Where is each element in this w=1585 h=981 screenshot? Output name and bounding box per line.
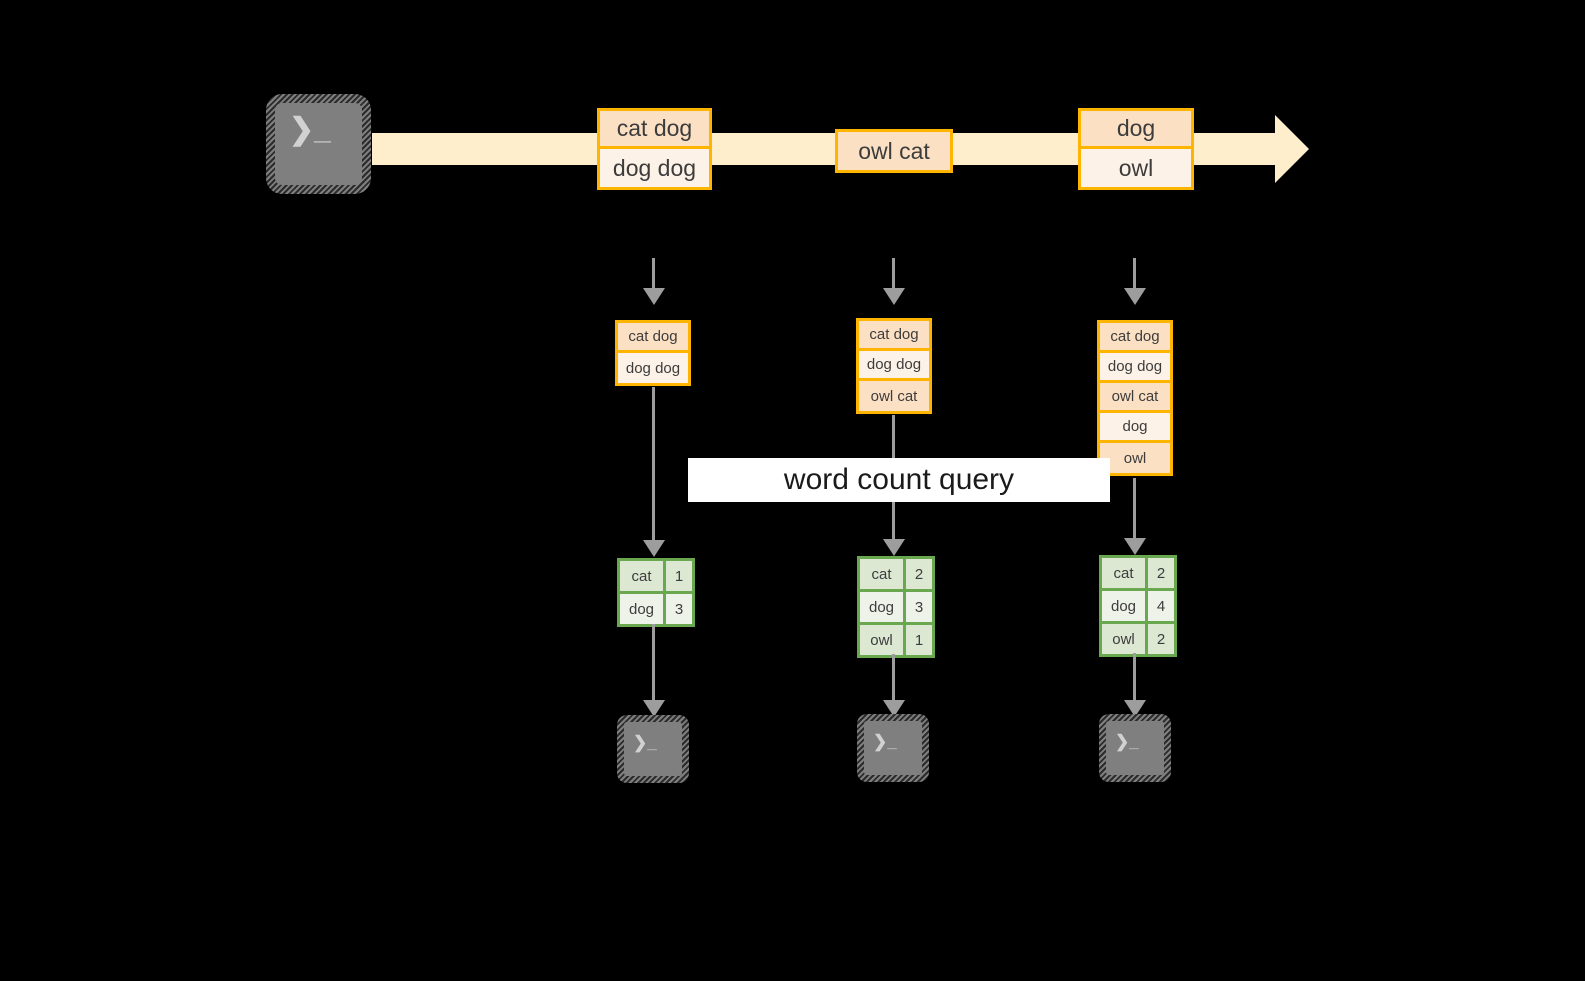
terminal-prompt-glyph: ❯_: [873, 732, 897, 751]
result-word: cat: [620, 561, 666, 591]
column-2-accumulated-records: cat dog dog dog owl cat: [856, 318, 932, 414]
accumulated-record: dog: [1100, 413, 1170, 443]
terminal-prompt-glyph: ❯_: [633, 733, 657, 752]
table-row: dog 3: [860, 592, 932, 625]
result-word: dog: [1102, 591, 1148, 621]
stream-record: cat dog: [600, 111, 709, 149]
column-3-sink-terminal-icon: ❯_: [1099, 714, 1171, 782]
column-2-trigger-arrow-line: [892, 258, 895, 290]
result-count: 3: [666, 594, 692, 624]
column-3-result-table: cat 2 dog 4 owl 2: [1099, 555, 1177, 657]
accumulated-record: owl cat: [1100, 383, 1170, 413]
result-count: 2: [906, 559, 932, 589]
result-word: dog: [620, 594, 666, 624]
accumulated-record: dog dog: [1100, 353, 1170, 383]
result-word: dog: [860, 592, 906, 622]
stream-record: dog: [1081, 111, 1191, 149]
accumulated-record: dog dog: [859, 351, 929, 381]
table-row: owl 1: [860, 625, 932, 655]
column-3-query-arrow-head: [1124, 538, 1146, 555]
terminal-prompt-glyph: ❯_: [1115, 732, 1139, 751]
column-1-query-arrow-head: [643, 540, 665, 557]
column-1-trigger-arrow-head: [643, 288, 665, 305]
column-1-sink-arrow-head: [643, 700, 665, 717]
stream-batch-1: cat dog dog dog: [597, 108, 712, 190]
column-1-result-table: cat 1 dog 3: [617, 558, 695, 627]
accumulated-record: owl cat: [859, 381, 929, 411]
result-count: 3: [906, 592, 932, 622]
result-word: cat: [860, 559, 906, 589]
stream-record: owl: [1081, 149, 1191, 187]
table-row: owl 2: [1102, 624, 1174, 654]
table-row: cat 1: [620, 561, 692, 594]
column-2-sink-terminal-icon: ❯_: [857, 714, 929, 782]
source-terminal-icon: ❯_: [266, 94, 371, 194]
column-1-sink-terminal-icon: ❯_: [617, 715, 689, 783]
result-count: 4: [1148, 591, 1174, 621]
stream-record: owl cat: [838, 132, 950, 170]
column-1-trigger-arrow-line: [652, 258, 655, 290]
accumulated-record: owl: [1100, 443, 1170, 473]
result-word: cat: [1102, 558, 1148, 588]
result-word: owl: [1102, 624, 1148, 654]
accumulated-record: dog dog: [618, 353, 688, 383]
stream-timeline-arrowhead: [1275, 115, 1309, 183]
accumulated-record: cat dog: [618, 323, 688, 353]
result-count: 2: [1148, 558, 1174, 588]
result-count: 2: [1148, 624, 1174, 654]
stream-batch-3: dog owl: [1078, 108, 1194, 190]
column-2-query-arrow-head: [883, 539, 905, 556]
column-2-sink-arrow-line: [892, 654, 895, 702]
column-1-query-arrow-line: [652, 387, 655, 542]
query-label: word count query: [688, 458, 1110, 502]
terminal-prompt-glyph: ❯_: [289, 113, 331, 146]
column-3-sink-arrow-line: [1133, 653, 1136, 702]
accumulated-record: cat dog: [859, 321, 929, 351]
column-3-query-arrow-line: [1133, 478, 1136, 541]
stream-record: dog dog: [600, 149, 709, 187]
column-2-result-table: cat 2 dog 3 owl 1: [857, 556, 935, 658]
table-row: cat 2: [1102, 558, 1174, 591]
column-2-trigger-arrow-head: [883, 288, 905, 305]
column-3-trigger-arrow-head: [1124, 288, 1146, 305]
accumulated-record: cat dog: [1100, 323, 1170, 353]
table-row: dog 3: [620, 594, 692, 624]
column-3-accumulated-records: cat dog dog dog owl cat dog owl: [1097, 320, 1173, 476]
result-count: 1: [906, 625, 932, 655]
column-3-sink-arrow-head: [1124, 700, 1146, 717]
column-2-sink-arrow-head: [883, 700, 905, 717]
column-1-accumulated-records: cat dog dog dog: [615, 320, 691, 386]
column-1-sink-arrow-line: [652, 624, 655, 702]
result-word: owl: [860, 625, 906, 655]
table-row: dog 4: [1102, 591, 1174, 624]
stream-batch-2: owl cat: [835, 129, 953, 173]
table-row: cat 2: [860, 559, 932, 592]
column-3-trigger-arrow-line: [1133, 258, 1136, 290]
result-count: 1: [666, 561, 692, 591]
